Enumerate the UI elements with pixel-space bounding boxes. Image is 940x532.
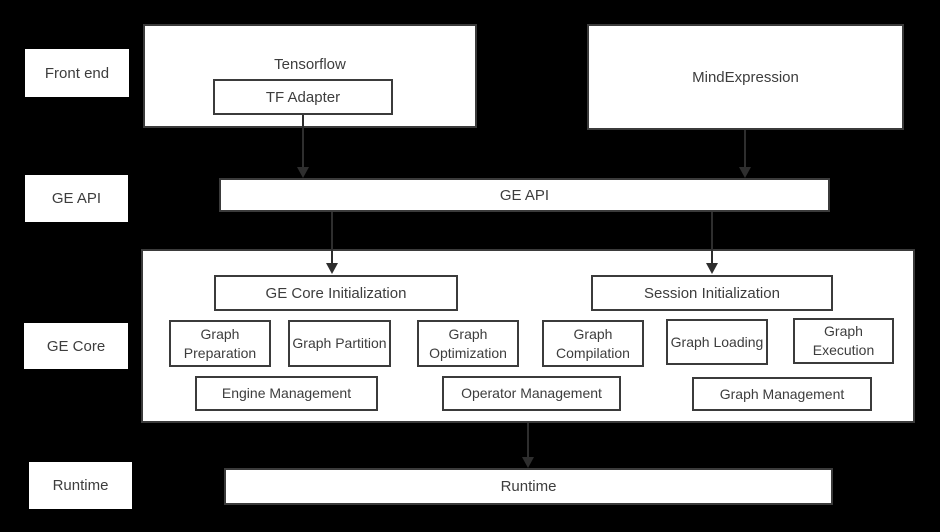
ge-api-bar: GE API	[219, 178, 830, 212]
arrow-head-icon	[297, 167, 309, 178]
arrow-mindexpression-to-ge-api	[738, 130, 752, 178]
row-label-ge-core-text: GE Core	[46, 337, 106, 355]
row-label-front-end: Front end	[25, 49, 129, 97]
tensorflow-box: Tensorflow TF Adapter	[143, 24, 477, 128]
arrow-shaft	[527, 423, 529, 459]
module-graph-loading: Graph Loading	[666, 319, 768, 365]
tf-adapter-label: TF Adapter	[265, 88, 341, 106]
management-engine: Engine Management	[195, 376, 378, 411]
row-label-ge-api-text: GE API	[51, 190, 102, 207]
runtime-bar-label: Runtime	[500, 478, 557, 495]
management-label: Operator Management	[461, 385, 602, 401]
module-graph-partition: Graph Partition	[288, 320, 391, 367]
module-label: Graph Preparation	[183, 325, 257, 361]
arrow-shaft	[331, 212, 333, 265]
management-label: Graph Management	[719, 385, 845, 402]
arrow-head-icon	[706, 263, 718, 274]
arrow-shaft	[744, 130, 746, 169]
management-graph: Graph Management	[692, 377, 872, 411]
ge-api-bar-label: GE API	[499, 186, 550, 204]
row-label-runtime-text: Runtime	[52, 477, 109, 494]
session-initialization-box: Session Initialization	[591, 275, 833, 311]
tensorflow-title: Tensorflow	[274, 56, 346, 73]
arrow-head-icon	[522, 457, 534, 468]
arrow-head-icon	[739, 167, 751, 178]
row-label-front-end-text: Front end	[44, 64, 110, 82]
ge-core-container: GE Core Initialization Session Initializ…	[141, 249, 915, 423]
module-label: Graph Loading	[670, 333, 764, 350]
ge-core-initialization-box: GE Core Initialization	[214, 275, 458, 311]
tf-adapter-box: TF Adapter	[213, 79, 393, 115]
module-graph-optimization: Graph Optimization	[417, 320, 519, 367]
module-label: Graph Compilation	[556, 325, 630, 361]
row-label-ge-api: GE API	[25, 175, 128, 222]
arrow-ge-api-to-ge-core-initialization	[325, 212, 339, 274]
mindexpression-box: MindExpression	[587, 24, 904, 130]
arrow-shaft	[711, 212, 713, 265]
arrow-tf-adapter-to-ge-api	[296, 115, 310, 178]
session-initialization-label: Session Initialization	[644, 284, 780, 302]
arrow-ge-core-to-runtime	[521, 423, 535, 468]
arrow-shaft	[302, 115, 304, 169]
mindexpression-label: MindExpression	[692, 68, 799, 86]
management-label: Engine Management	[221, 385, 352, 401]
row-label-runtime: Runtime	[29, 462, 132, 509]
management-operator: Operator Management	[442, 376, 621, 411]
module-graph-execution: Graph Execution	[793, 318, 894, 364]
row-label-ge-core: GE Core	[24, 323, 128, 369]
module-graph-preparation: Graph Preparation	[169, 320, 271, 367]
module-label: Graph Optimization	[429, 325, 507, 361]
module-label: Graph Partition	[292, 335, 387, 351]
module-graph-compilation: Graph Compilation	[542, 320, 644, 367]
arrow-ge-api-to-session-initialization	[705, 212, 719, 274]
arrow-head-icon	[326, 263, 338, 274]
runtime-bar: Runtime	[224, 468, 833, 505]
module-label: Graph Execution	[812, 323, 875, 358]
ge-core-initialization-label: GE Core Initialization	[265, 284, 407, 302]
